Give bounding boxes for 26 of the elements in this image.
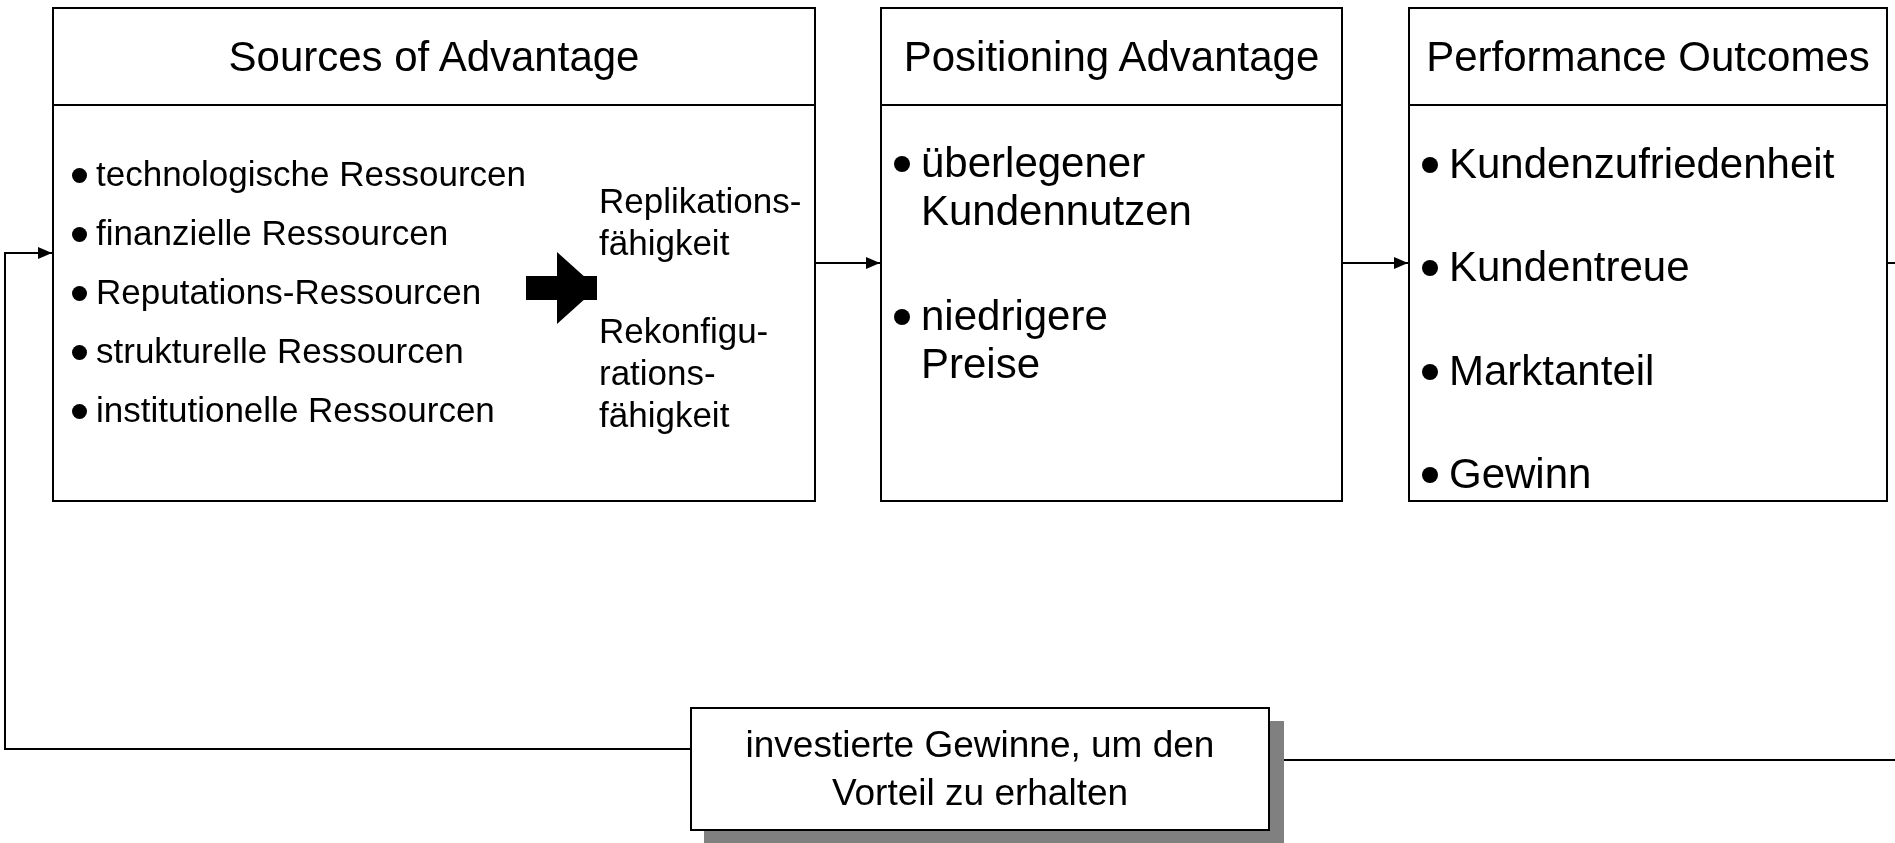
arrow [815,257,881,269]
connector-line [1887,262,1895,264]
list-item: technologische Ressourcen [96,154,526,195]
arrow [4,247,691,750]
list-item: überlegener Kundennutzen [921,139,1193,236]
panel-heading: Positioning Advantage [903,32,1320,81]
list-item: Marktanteil [1449,346,1656,395]
note-text: investierte Gewinne, um den Vorteil zu erhalten [744,722,1216,815]
panel-box [1408,7,1888,502]
list-item: finanzielle Ressourcen [96,213,449,254]
list-item: Reputations-Ressourcen [96,272,482,313]
capability-text: Replikations- fähigkeit [599,180,803,264]
block-arrow [526,252,597,324]
connector-line [1281,759,1895,761]
list-item: Gewinn [1449,449,1593,499]
list-item: institutionelle Ressourcen [96,390,495,431]
arrow [1342,257,1409,269]
panel-heading: Sources of Advantage [228,32,640,81]
list-item: Kundentreue [1449,243,1691,292]
list-item: niedrigere Preise [921,291,1109,389]
list-item: Kundenzufriedenheit [1449,140,1836,189]
panel-heading: Performance Outcomes [1426,32,1870,81]
panel-box [52,7,816,502]
panel-box [880,7,1343,502]
list-item: strukturelle Ressourcen [96,331,464,372]
capability-text: Rekonfigu- rations- fähigkeit [599,310,770,436]
